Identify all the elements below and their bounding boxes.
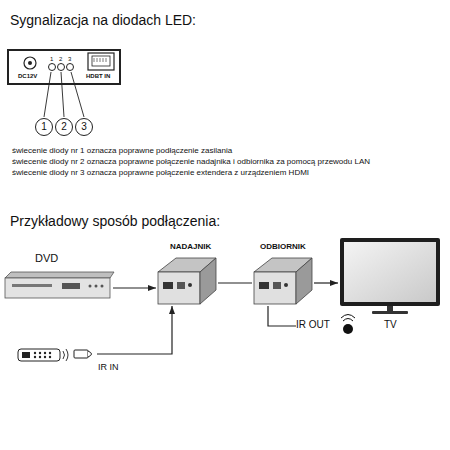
transmitter-device — [188, 283, 192, 287]
callout-circle: 1 — [35, 118, 53, 136]
remote-control — [44, 352, 46, 354]
led-number: 3 — [68, 56, 71, 63]
dvd-player — [5, 272, 114, 298]
device-panel — [49, 64, 56, 71]
leader-line — [61, 72, 64, 117]
dvd-player — [5, 272, 114, 278]
dvd-player — [62, 283, 80, 289]
node-label: NADAJNIK — [170, 242, 211, 251]
remote-control — [39, 356, 41, 358]
receiver-device — [273, 282, 281, 289]
transmitter-device — [163, 282, 173, 289]
node-label: ODBIORNIK — [260, 242, 306, 251]
callout-circle: 2 — [55, 118, 73, 136]
transmitter-device — [200, 258, 216, 304]
tv-set — [340, 238, 440, 314]
receiver-device — [254, 258, 312, 304]
ir-emitter — [341, 315, 355, 322]
remote-control — [34, 356, 36, 358]
leader-line — [71, 72, 84, 117]
device-panel — [92, 56, 110, 66]
receiver-device — [296, 258, 312, 304]
connector — [268, 306, 296, 326]
dvd-player — [12, 284, 52, 287]
leader-line — [44, 72, 51, 117]
connector — [113, 287, 156, 288]
transmitter-device — [177, 282, 185, 289]
leader-line — [44, 72, 84, 117]
remote-control — [18, 349, 60, 361]
port-label: DC12V — [18, 73, 37, 80]
ir-in-box: IR IN — [72, 347, 97, 361]
callout-number: 3 — [81, 121, 87, 133]
ir-receiver — [74, 350, 88, 358]
connector — [314, 282, 338, 283]
dvd-player — [101, 285, 104, 288]
ir-receiver — [74, 350, 92, 358]
remote-control — [39, 352, 41, 354]
tv-box: TV — [338, 236, 442, 316]
node-label: IR IN — [98, 362, 119, 372]
receiver-box: ODBIORNIK — [252, 256, 314, 306]
note-line: świecenie diody nr 2 oznacza poprawne po… — [12, 157, 370, 166]
ir-out-box: IR OUT — [296, 318, 360, 334]
receiver-device — [259, 282, 269, 289]
ir-receiver — [88, 351, 92, 357]
dvd-player — [89, 285, 92, 288]
remote-control — [18, 349, 68, 361]
title: Sygnalizacja na diodach LED: — [10, 12, 196, 28]
node-label: IR OUT — [296, 319, 330, 331]
remote-control — [34, 352, 36, 354]
dvd-player: DVD — [5, 271, 113, 299]
device-panel — [24, 57, 36, 69]
callout-circle: 3 — [75, 118, 93, 136]
transmitter-device — [158, 258, 216, 304]
connector — [97, 306, 172, 354]
node-label: TV — [384, 319, 397, 331]
callout-number: 2 — [61, 121, 67, 133]
tv-set — [340, 238, 440, 306]
device-panel — [28, 61, 32, 65]
device-panel — [58, 64, 65, 71]
dvd-player — [5, 278, 110, 298]
led-number: 2 — [59, 56, 62, 63]
device-panel — [67, 64, 74, 71]
note-line: świecenie diody nr 3 oznacza poprawne po… — [12, 168, 309, 177]
remote-control — [49, 356, 51, 358]
device-panel — [94, 58, 106, 62]
note-line: świecenie diody nr 1 oznacza poprawne po… — [12, 146, 232, 155]
tv-set — [387, 306, 393, 311]
receiver-device — [254, 272, 296, 304]
transmitter-device — [158, 272, 200, 304]
dvd-player — [95, 285, 98, 288]
remote-control — [22, 352, 30, 358]
ir-emitter — [343, 324, 353, 334]
receiver-device — [284, 283, 288, 287]
tv-set — [372, 311, 408, 314]
connector — [218, 282, 252, 283]
device-panel — [8, 50, 120, 84]
device-panel — [8, 50, 120, 84]
section-heading: Przykładowy sposób podłączenia: — [10, 213, 220, 229]
callout-number: 1 — [41, 121, 47, 133]
port-label: HDBT IN — [86, 73, 110, 80]
device-panel — [88, 53, 114, 70]
ir-emitter — [341, 315, 355, 335]
remote-control — [63, 349, 68, 361]
node-label: DVD — [35, 252, 58, 265]
remote-control — [49, 352, 51, 354]
led-number: 1 — [50, 56, 53, 63]
transmitter-box: NADAJNIK — [156, 256, 218, 306]
tv-set — [344, 242, 436, 302]
remote-control — [44, 356, 46, 358]
